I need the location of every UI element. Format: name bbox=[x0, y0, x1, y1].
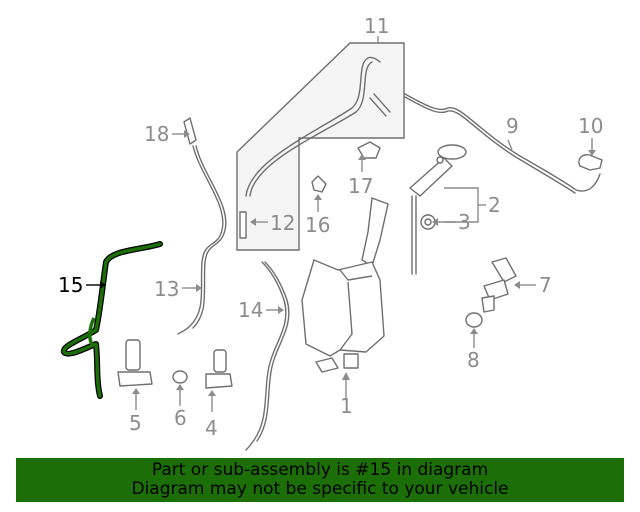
part-7-sensor bbox=[481, 257, 517, 313]
callout-13: 13 bbox=[154, 277, 179, 301]
callout-16: 16 bbox=[305, 213, 330, 237]
part-9-hose bbox=[404, 93, 601, 194]
part-8-cap bbox=[465, 312, 483, 328]
part-1-reservoir bbox=[301, 197, 389, 373]
callout-9: 9 bbox=[506, 114, 519, 138]
callout-6: 6 bbox=[174, 406, 187, 430]
part-6-grommet bbox=[172, 370, 188, 384]
callout-11: 11 bbox=[364, 14, 389, 38]
part-11-hose-set bbox=[236, 42, 405, 251]
part-10-nozzle bbox=[578, 154, 603, 171]
callout-8: 8 bbox=[467, 348, 480, 372]
part-18-connector bbox=[183, 117, 197, 145]
notice-banner: Part or sub-assembly is #15 in diagram D… bbox=[16, 458, 624, 502]
callout-4: 4 bbox=[205, 416, 218, 440]
callout-12: 12 bbox=[270, 211, 295, 235]
part-14-hose bbox=[245, 261, 290, 451]
part-4-pump bbox=[205, 349, 233, 389]
banner-line-2: Diagram may not be specific to your vehi… bbox=[131, 479, 509, 499]
callout-5: 5 bbox=[129, 411, 142, 435]
leader-lines bbox=[86, 36, 596, 412]
banner-line-1: Part or sub-assembly is #15 in diagram bbox=[151, 460, 489, 480]
callout-15: 15 bbox=[58, 273, 83, 297]
callout-3: 3 bbox=[458, 210, 471, 234]
callout-7: 7 bbox=[539, 273, 552, 297]
callout-14: 14 bbox=[238, 298, 263, 322]
callout-2: 2 bbox=[488, 193, 501, 217]
callout-17: 17 bbox=[348, 174, 373, 198]
part-2-filler-neck bbox=[409, 144, 467, 275]
callout-10: 10 bbox=[578, 114, 603, 138]
part-15-hose-highlighted bbox=[61, 241, 163, 399]
part-5-pump bbox=[117, 339, 153, 387]
callout-18: 18 bbox=[144, 122, 169, 146]
part-13-hose bbox=[177, 145, 227, 335]
callout-1: 1 bbox=[340, 394, 353, 418]
part-16-clip bbox=[311, 175, 327, 193]
